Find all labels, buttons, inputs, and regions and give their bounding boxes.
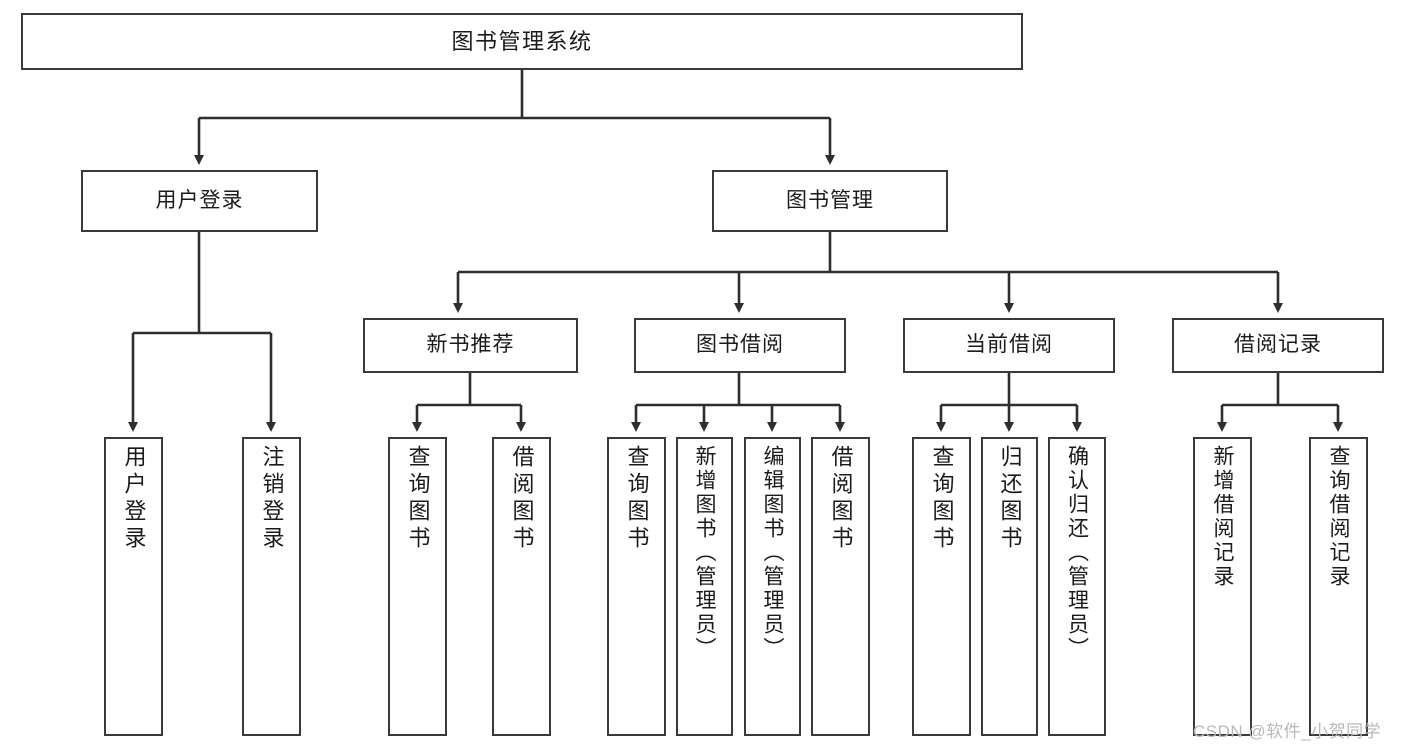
leaf-current-query-book[interactable]: 查询图书 [912,437,971,736]
node-label: 借阅图书 [828,445,854,553]
leaf-user-login-login[interactable]: 用户登录 [104,437,163,736]
node-book-management[interactable]: 图书管理 [712,170,948,232]
node-label: 注销登录 [259,445,285,553]
leaf-borrow-query-book[interactable]: 查询图书 [607,437,666,736]
node-label: 编辑图书（管理员） [761,445,784,661]
node-user-login[interactable]: 用户登录 [81,170,318,232]
node-label: 用户登录 [121,445,147,553]
leaf-borrow-borrow-book[interactable]: 借阅图书 [811,437,870,736]
leaf-current-confirm-return-admin[interactable]: 确认归还（管理员） [1048,437,1106,736]
node-label: 确认归还（管理员） [1065,445,1089,661]
node-borrow-record[interactable]: 借阅记录 [1172,318,1384,373]
leaf-record-query-record[interactable]: 查询借阅记录 [1309,437,1368,736]
node-label: 图书管理系统 [451,28,593,54]
node-label: 图书管理 [786,188,874,212]
node-label: 查询借阅记录 [1327,445,1350,589]
node-label: 借阅图书 [509,445,535,553]
node-label: 查询图书 [624,445,650,553]
leaf-recommend-borrow-book[interactable]: 借阅图书 [492,437,551,736]
leaf-record-add-record[interactable]: 新增借阅记录 [1193,437,1252,736]
leaf-borrow-edit-book-admin[interactable]: 编辑图书（管理员） [744,437,801,736]
node-label: 查询图书 [405,445,431,553]
node-label: 归还图书 [997,445,1023,553]
node-current-borrow[interactable]: 当前借阅 [903,318,1115,373]
node-label: 新增图书（管理员） [693,445,716,661]
csdn-watermark: CSDN @软件_小贺同学 [1193,722,1382,741]
node-new-book-recommend[interactable]: 新书推荐 [363,318,578,373]
node-label: 新书推荐 [426,333,515,357]
node-label: 借阅记录 [1234,333,1322,357]
node-label: 当前借阅 [965,333,1053,357]
leaf-recommend-query-book[interactable]: 查询图书 [388,437,447,736]
node-label: 图书借阅 [696,333,784,357]
node-root-system[interactable]: 图书管理系统 [21,13,1023,70]
leaf-user-login-logout[interactable]: 注销登录 [242,437,301,736]
leaf-borrow-add-book-admin[interactable]: 新增图书（管理员） [676,437,733,736]
leaf-current-return-book[interactable]: 归还图书 [981,437,1038,736]
node-label: 用户登录 [155,188,244,212]
node-label: 新增借阅记录 [1211,445,1234,589]
node-book-borrow[interactable]: 图书借阅 [634,318,846,373]
node-label: 查询图书 [929,445,955,553]
